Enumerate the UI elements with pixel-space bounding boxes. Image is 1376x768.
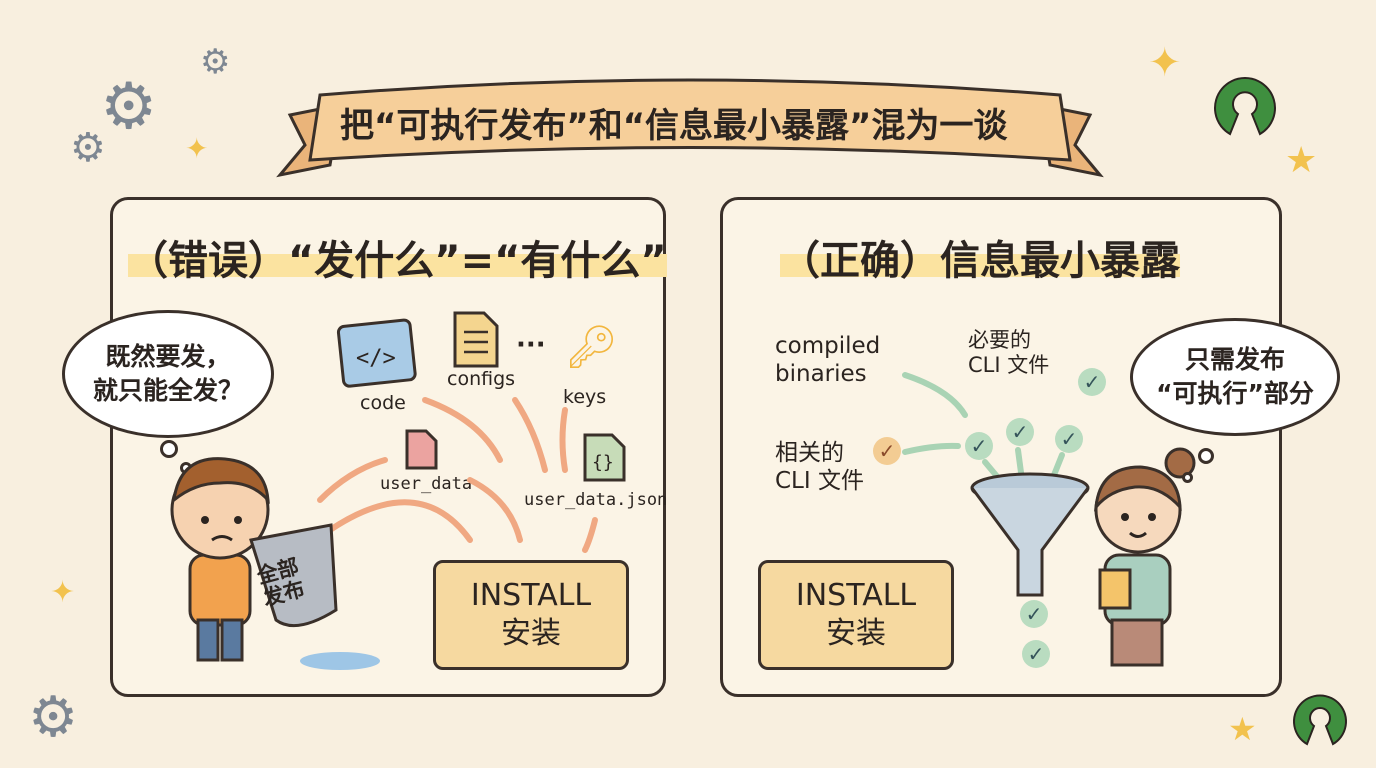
arrow [327,499,473,543]
code-label: code [360,392,406,414]
gear-icon: ⚙ [200,42,231,82]
thought-dot [1198,448,1214,464]
arrow [512,397,548,473]
gear-icon: ⚙ [70,125,106,171]
check-icon: ✓ [873,437,901,465]
wrong-title: （错误）“发什么”=“有什么” [128,238,667,284]
star-icon: ★ [1228,710,1257,748]
arrow [467,477,523,543]
thought-dot [1182,472,1193,483]
arrow [422,397,503,463]
ellipsis: ··· [516,330,546,360]
arrow [902,372,968,418]
user-data-json-label: user_data.json [524,490,668,510]
correct-title: （正确）信息最小暴露 [780,238,1180,284]
key-icon: 🔑︎ [565,322,619,371]
check-icon: ✓ [1022,640,1050,668]
bucket-icon [249,523,338,628]
star-icon: ✦ [185,132,209,165]
star-icon: ✦ [50,575,76,610]
arrow [902,442,961,455]
check-icon: ✓ [1006,418,1034,446]
star-icon: ★ [1285,140,1318,181]
svg-text:{}: {} [592,452,614,473]
user-data-file-icon [405,429,438,470]
funnel-icon [970,472,1090,597]
gear-icon: ⚙ [28,685,79,750]
check-icon: ✓ [965,432,993,460]
girl-illustration [1094,447,1196,667]
boy-illustration [170,457,270,662]
banner-ribbon [276,78,1104,178]
thought-bubble-left: 既然要发，就只能全发？ [62,310,274,438]
arrow [559,407,568,473]
json-file-icon: {} [583,433,626,482]
user-data-label: user_data [380,474,473,494]
configs-label: configs [447,368,516,390]
open-source-logo-icon [1293,694,1347,746]
star-icon: ✦ [1148,40,1182,86]
arrow [317,457,388,503]
check-icon: ✓ [1078,368,1106,396]
arrow [582,517,598,553]
open-source-logo-icon [1214,77,1276,136]
check-icon: ✓ [1055,425,1083,453]
thought-dot [160,440,178,458]
thought-bubble-right: 只需发布“可执行”部分 [1130,318,1340,436]
config-file-icon [453,311,499,368]
keys-label: keys [563,386,607,408]
banner-title: 把“可执行发布”和“信息最小暴露”混为一谈 [340,106,1008,146]
water-puddle [300,652,380,670]
svg-text:</>: </> [356,346,396,371]
check-icon: ✓ [1020,600,1048,628]
gear-icon: ⚙ [100,70,158,144]
code-window-icon: </> [336,318,417,388]
